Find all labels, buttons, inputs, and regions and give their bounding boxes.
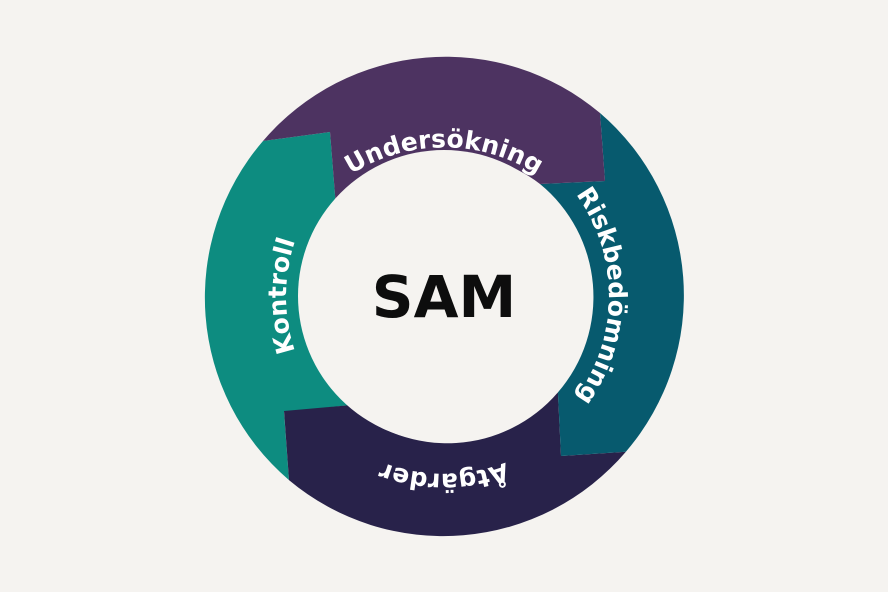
segment-atgarder bbox=[284, 392, 626, 537]
inner-circle bbox=[298, 150, 590, 442]
segment-riskbedomning bbox=[540, 113, 684, 456]
center-label: SAM bbox=[372, 263, 516, 331]
segment-kontroll bbox=[204, 132, 349, 481]
segment-undersokning bbox=[263, 56, 605, 210]
